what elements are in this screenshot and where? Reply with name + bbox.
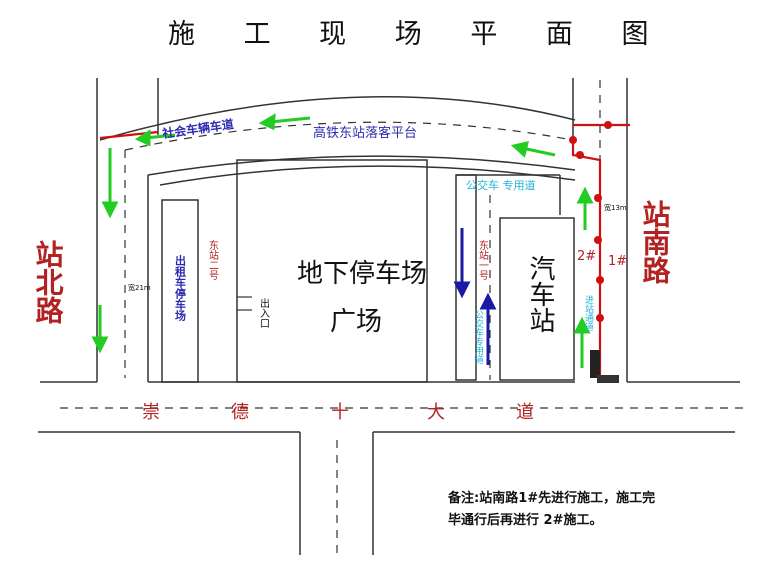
main-road-char-3: 十 [331,402,349,423]
road-edges [38,78,740,555]
entrance-left-label: 东站二号 [207,239,219,281]
entrance-right-label: 东站一号 [477,239,489,281]
south-road-label: 站南路 [639,200,672,284]
main-road-char-4: 大 [427,402,445,423]
page-title: 施 工 现 场 平 面 图 [168,19,669,50]
north-road-label: 站北路 [32,240,65,324]
bus-lane-label: 公交车 专用道 [466,178,536,192]
taxi-lot-label: 出租车停车场 [174,254,187,322]
main-road-char-1: 崇 [142,402,160,423]
traffic-arrows-green [91,113,594,368]
social-lane-label: 社会车辆车道 [160,116,234,141]
marker-1: 1# [608,254,627,269]
construction-zone [99,123,630,380]
note: 备注:站南路1#先进行施工，施工完 毕通行后再进行 2#施工。 [448,488,738,532]
main-road-label: 崇 德 十 大 道 [142,402,534,423]
south-entry-label: 进站通道 [583,295,594,332]
exit-label: 出入口 [258,297,270,328]
exit-marks [237,296,252,311]
platform-label: 高铁东站落客平台 [313,125,417,141]
traffic-arrows-blue [453,228,497,365]
note-line-2: 毕通行后再进行 2#施工。 [448,513,603,528]
main-road-char-2: 德 [231,402,249,423]
bus-station-label: 汽车站 [525,255,555,333]
plaza-label: 广场 [330,307,382,337]
width-left-label: 宽21m [128,283,151,292]
width-right-label: 宽13m [604,203,627,212]
construction-points [569,121,612,322]
parking-label: 地下停车场 [297,259,427,289]
barrier-stripe [597,375,619,383]
bus-lane-vertical-label: 公交车专用道 [473,310,484,365]
barrier-block [590,350,600,378]
note-line-1: 备注:站南路1#先进行施工，施工完 [448,491,656,506]
main-road-char-5: 道 [516,402,534,423]
marker-2: 2# [577,249,596,264]
